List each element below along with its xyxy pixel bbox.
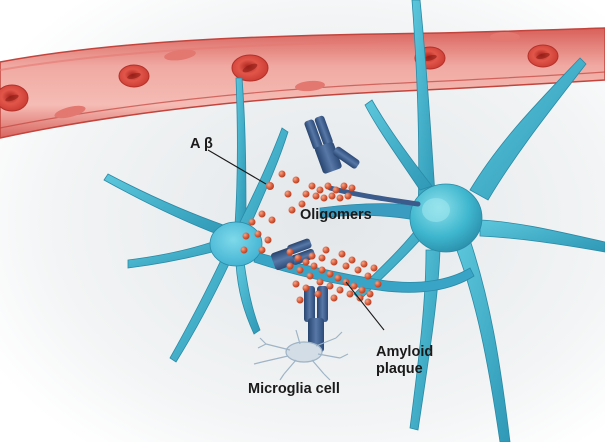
red-blood-cell [118, 64, 150, 88]
red-blood-cells [0, 44, 559, 112]
amyloid-label-line1: Amyloid [376, 344, 433, 360]
oligomers-label: Oligomers [300, 207, 372, 223]
red-blood-cell [0, 84, 29, 112]
abeta-label: A β [190, 136, 213, 152]
amyloid-label-line2: plaque [376, 361, 423, 377]
blood-vessel [0, 27, 605, 139]
red-blood-cell [527, 44, 559, 68]
large-neuron [319, 0, 605, 442]
red-blood-cell [231, 54, 269, 82]
amyloid-plaque [286, 246, 382, 306]
microglia-label: Microglia cell [248, 381, 340, 397]
abeta-monomers [240, 170, 306, 254]
antibody-oligomer [304, 115, 360, 174]
abeta-leader-line [207, 149, 267, 185]
small-neuron [103, 77, 475, 363]
oligomers-cluster [302, 182, 356, 202]
microglia-cell [253, 329, 349, 381]
amyloid-leader-line [345, 281, 385, 331]
